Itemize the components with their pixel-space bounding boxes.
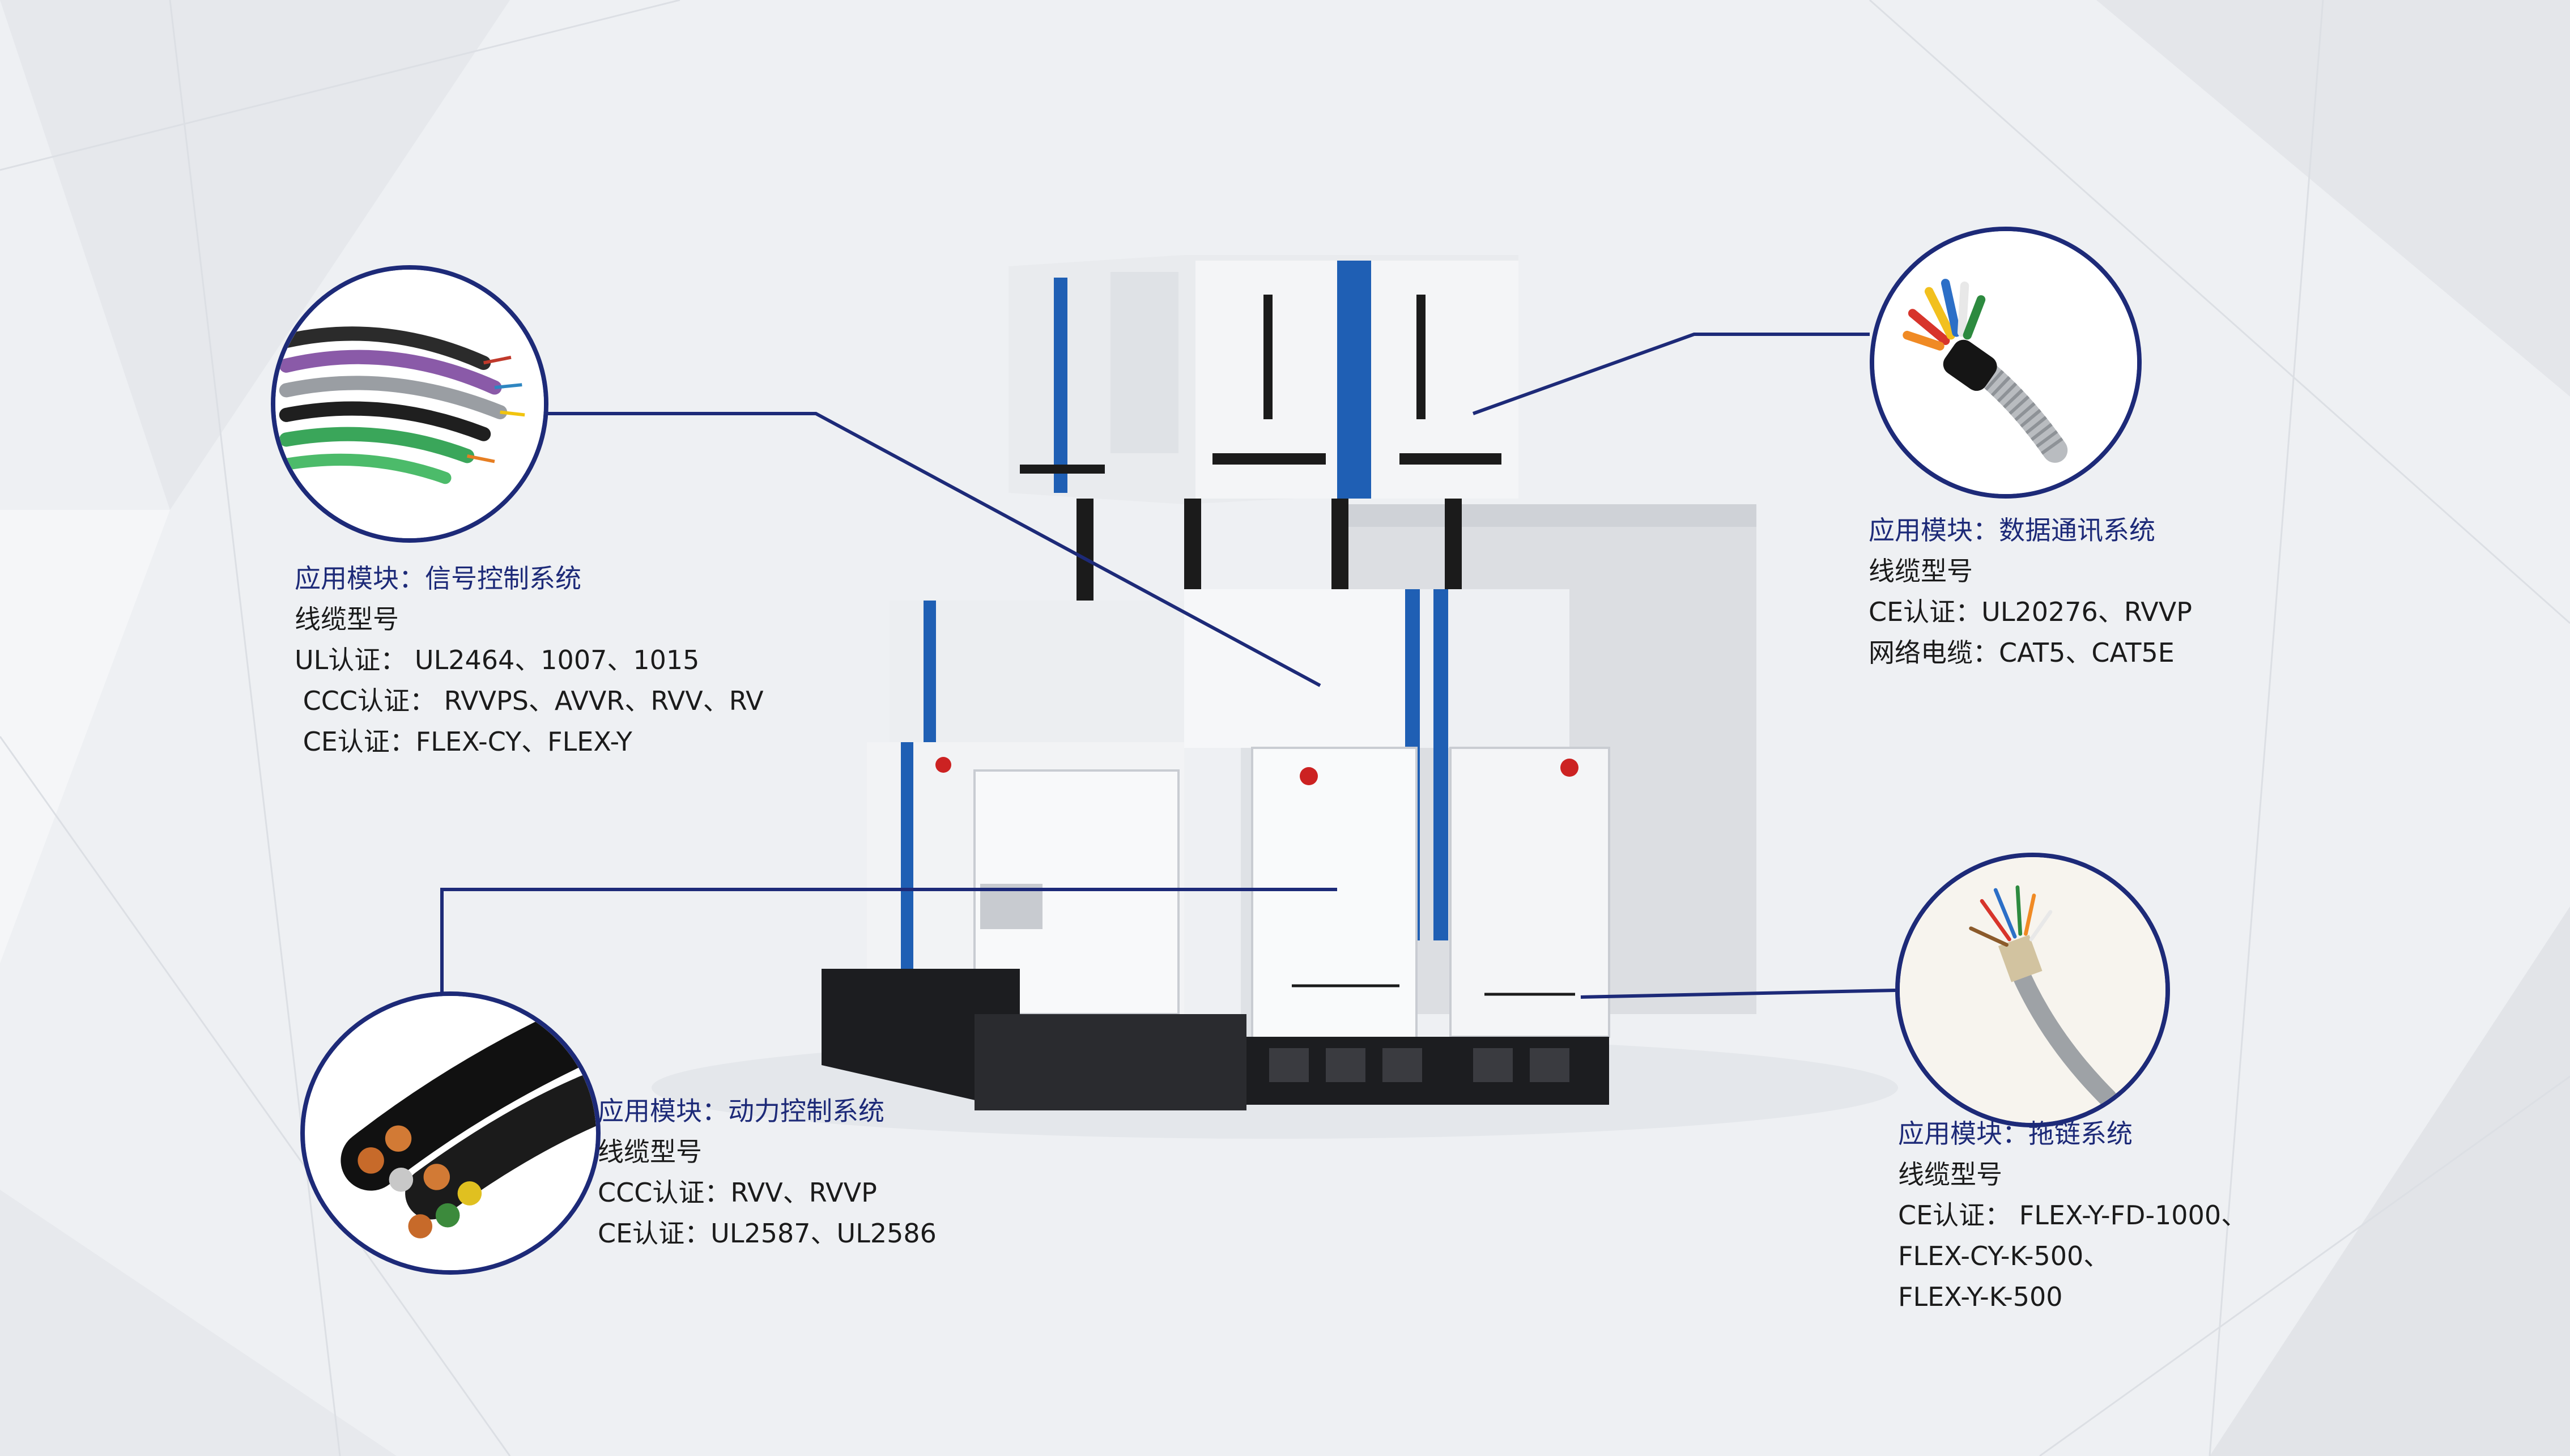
certification-line: CE认证：FLEX-CY、FLEX-Y bbox=[295, 726, 632, 757]
signal-control-cable-image bbox=[271, 265, 548, 543]
certification-line: CCC认证：RVV、RVVP bbox=[598, 1177, 877, 1208]
certification-line: CE认证：UL2587、UL2586 bbox=[598, 1218, 937, 1249]
data-communication-cable-image bbox=[1870, 227, 2142, 499]
module-title: 应用模块：动力控制系统 bbox=[598, 1096, 884, 1126]
cable-model-label: 线缆型号 bbox=[598, 1136, 702, 1167]
certification-line: CE认证：UL20276、RVVP bbox=[1869, 597, 2192, 627]
power-control-cable-icon bbox=[305, 996, 596, 1270]
data-communication-module-info: 应用模块：数据通讯系统 线缆型号 CE认证：UL20276、RVVP 网络电缆：… bbox=[1869, 510, 2192, 673]
certification-line: CE认证： FLEX-Y-FD-1000、 bbox=[1898, 1200, 2248, 1231]
power-control-module-info: 应用模块：动力控制系统 线缆型号 CCC认证：RVV、RVVP CE认证：UL2… bbox=[598, 1091, 937, 1254]
cable-model-label: 线缆型号 bbox=[295, 604, 399, 635]
certification-line: FLEX-Y-K-500 bbox=[1898, 1282, 2063, 1312]
cable-model-label: 线缆型号 bbox=[1898, 1159, 2002, 1190]
module-title: 应用模块：数据通讯系统 bbox=[1869, 515, 2155, 546]
signal-control-cable-icon bbox=[275, 270, 544, 538]
power-control-cable-image bbox=[300, 991, 601, 1275]
certification-line: FLEX-CY-K-500、 bbox=[1898, 1241, 2110, 1271]
signal-control-module-info: 应用模块：信号控制系统 线缆型号 UL认证： UL2464、1007、1015 … bbox=[295, 558, 764, 762]
drag-chain-cable-icon bbox=[1900, 857, 2165, 1123]
drag-chain-cable-image bbox=[1895, 853, 2170, 1127]
certification-line: CCC认证： RVVPS、AVVR、RVV、RV bbox=[295, 686, 764, 716]
certification-line: UL认证： UL2464、1007、1015 bbox=[295, 645, 700, 675]
certification-line: 网络电缆：CAT5、CAT5E bbox=[1869, 637, 2175, 668]
data-communication-cable-icon bbox=[1874, 231, 2137, 494]
module-title: 应用模块：信号控制系统 bbox=[295, 563, 581, 594]
module-title: 应用模块：拖链系统 bbox=[1898, 1118, 2133, 1149]
drag-chain-module-info: 应用模块：拖链系统 线缆型号 CE认证： FLEX-Y-FD-1000、 FLE… bbox=[1898, 1113, 2247, 1317]
cable-model-label: 线缆型号 bbox=[1869, 556, 1973, 586]
